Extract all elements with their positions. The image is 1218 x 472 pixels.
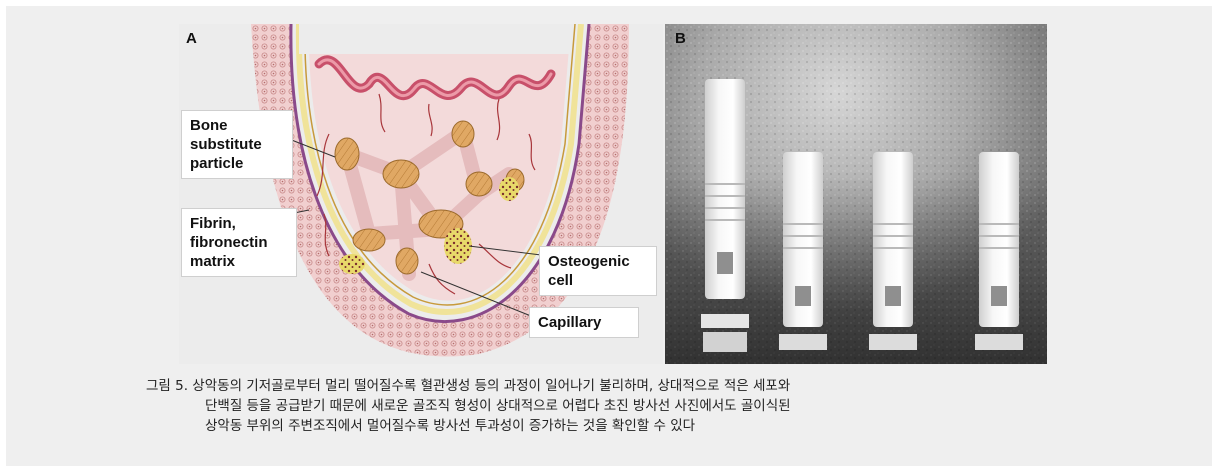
label-bone-substitute-particle: Bone substitute particle (181, 110, 293, 179)
panel-b-radiograph: B (665, 24, 1047, 364)
caption-line-2: 단백질 등을 공급받기 때문에 새로운 골조직 형성이 상대적으로 어렵다 초진… (146, 396, 1126, 416)
caption-line-1: 그림 5. 상악동의 기저골로부터 멀리 떨어질수록 혈관생성 등의 과정이 일… (146, 376, 1126, 396)
figure-caption: 그림 5. 상악동의 기저골로부터 멀리 떨어질수록 혈관생성 등의 과정이 일… (146, 376, 1126, 436)
caption-line-3: 상악동 부위의 주변조직에서 멀어질수록 방사선 투과성이 증가하는 것을 확인… (146, 416, 1126, 436)
panel-b-letter: B (675, 30, 686, 47)
label-fibrin-fibronectin-matrix: Fibrin, fibronectin matrix (181, 208, 297, 277)
label-osteogenic-cell: Osteogenic cell (539, 246, 657, 296)
panel-a-letter: A (186, 30, 197, 47)
label-capillary: Capillary (529, 307, 639, 338)
radiograph-image (665, 24, 1047, 364)
panel-a-illustration: A (179, 24, 663, 364)
